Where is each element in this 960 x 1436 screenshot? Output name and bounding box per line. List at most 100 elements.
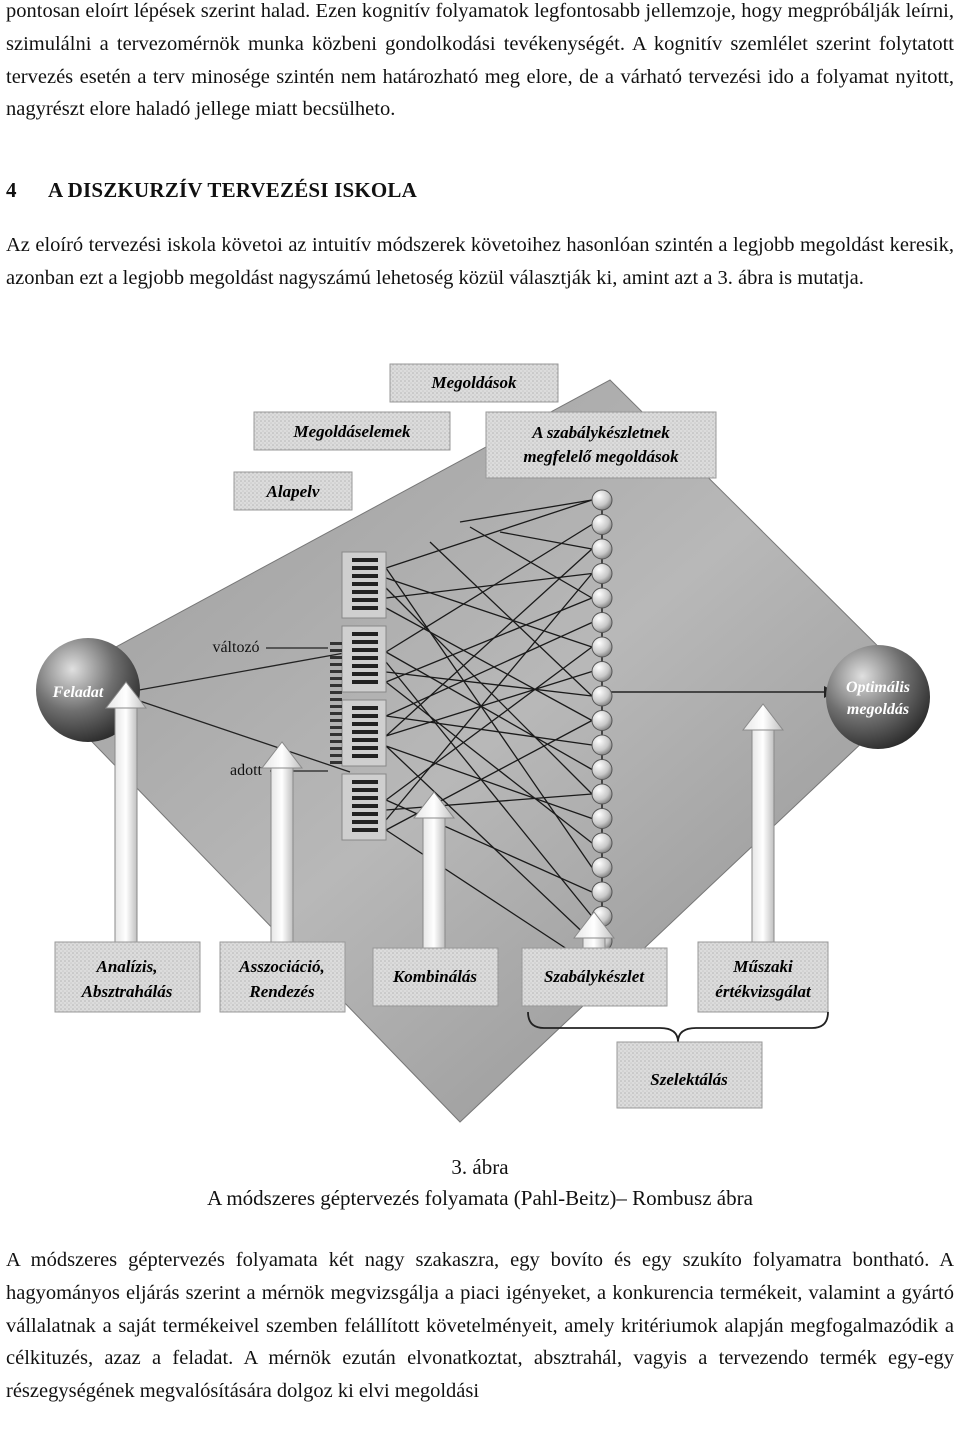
variable-marker: [330, 656, 342, 659]
optimalis-ball: [826, 645, 930, 749]
element-list-block: [341, 699, 387, 767]
solution-node: [591, 563, 613, 584]
feladat-label: Feladat: [52, 684, 104, 701]
variable-marker: [330, 719, 342, 722]
svg-text:értékvizsgálat: értékvizsgálat: [715, 982, 812, 1001]
variable-marker: [330, 712, 342, 715]
section-number: 4: [6, 178, 17, 202]
connection-line: [385, 499, 593, 569]
section-heading: 4 A DISZKURZÍV TERVEZÉSI ISKOLA: [6, 178, 417, 203]
svg-text:Megoldáselemek: Megoldáselemek: [292, 422, 411, 441]
variable-marker: [330, 691, 342, 694]
feladat-connector-upper: [127, 651, 351, 693]
paragraph-intro: pontosan eloírt lépések szerint halad. E…: [6, 0, 954, 121]
variable-marker: [330, 740, 342, 743]
szelektalas-box: Szelektálás: [616, 1041, 763, 1109]
solution-node: [591, 857, 613, 878]
connection-line: [385, 715, 593, 746]
optimalis-label-line1: Optimális: [846, 679, 910, 696]
rhombus-diagram: Feladat Optimális megoldás változó adott…: [0, 352, 960, 1152]
alapelv-box: Alapelv: [233, 471, 353, 511]
asszociacio-box: Asszociáció, Rendezés: [219, 941, 346, 1013]
solution-node: [591, 636, 613, 658]
connection-line: [385, 651, 593, 771]
connection-line: [385, 567, 593, 868]
svg-text:Asszociáció,: Asszociáció,: [238, 957, 324, 976]
connection-line: [385, 829, 593, 967]
svg-text:Rendezés: Rendezés: [248, 982, 315, 1001]
up-arrow: [572, 911, 616, 949]
svg-text:A szabálykészletnek: A szabálykészletnek: [531, 423, 670, 442]
element-lists: [330, 551, 387, 841]
connection-line: [385, 587, 593, 795]
connection-line: [385, 573, 593, 821]
element-list-block: [341, 625, 387, 693]
megoldaselemek-box: Megoldáselemek: [253, 411, 451, 451]
muszaki-box: Műszaki értékvizsgálat: [697, 941, 829, 1013]
solution-node: [591, 881, 613, 903]
variable-marker: [330, 684, 342, 687]
figure-number: 3. ábra: [451, 1155, 509, 1179]
connection-line: [385, 745, 593, 820]
variable-marker: [330, 705, 342, 708]
process-arrows: [104, 681, 785, 949]
solution-node: [591, 489, 613, 511]
connection-line: [385, 523, 593, 653]
section-title: A DISZKURZÍV TERVEZÉSI ISKOLA: [48, 178, 418, 202]
svg-text:Szabálykészlet: Szabálykészlet: [544, 967, 645, 986]
szabalykeszlet-box: Szabálykészlet: [521, 947, 668, 1007]
connection-line: [385, 681, 593, 844]
optimalis-label-line2: megoldás: [847, 701, 909, 718]
svg-text:Szelektálás: Szelektálás: [650, 1070, 728, 1089]
solution-node: [591, 685, 613, 707]
connection-line: [385, 670, 593, 737]
solution-node: [591, 783, 613, 805]
kombinalas-box: Kombinálás: [372, 947, 499, 1007]
svg-text:Absztrahálás: Absztrahálás: [81, 982, 173, 1001]
connection-line: [385, 548, 593, 737]
szabalykeszletnek-box: A szabálykészletnek megfelelő megoldások: [485, 411, 717, 479]
solution-node: [591, 759, 613, 780]
solution-node: [591, 808, 613, 829]
solution-node: [591, 710, 613, 731]
adott-label: adott: [230, 762, 263, 779]
up-arrow: [741, 703, 785, 943]
solution-node: [591, 832, 613, 854]
variable-marker: [330, 642, 342, 645]
connection-line: [385, 671, 593, 697]
variable-marker: [330, 747, 342, 750]
svg-text:megfelelő megoldások: megfelelő megoldások: [523, 447, 679, 466]
connection-line: [499, 531, 593, 550]
solution-node: [591, 734, 613, 756]
analizis-box: Analízis, Absztrahálás: [54, 941, 201, 1013]
variable-marker: [330, 761, 342, 764]
feladat-connector-lower: [127, 696, 351, 773]
connection-line: [385, 621, 593, 717]
connection-line: [429, 541, 593, 697]
variable-marker: [330, 754, 342, 757]
up-arrow: [260, 741, 304, 943]
selection-brace: [527, 1011, 829, 1043]
svg-text:Megoldások: Megoldások: [431, 373, 518, 392]
variable-marker: [330, 698, 342, 701]
connection-line: [385, 607, 593, 722]
element-list-block: [341, 551, 387, 619]
valtozo-label: változó: [212, 639, 259, 656]
solution-node: [591, 612, 613, 633]
variable-marker: [330, 677, 342, 680]
variable-marker: [330, 663, 342, 666]
connection-line: [385, 646, 593, 801]
solution-node: [591, 514, 613, 535]
up-arrow: [412, 791, 456, 949]
connection-line: [385, 597, 593, 683]
svg-text:Kombinálás: Kombinálás: [392, 967, 477, 986]
paragraph-closing: A módszeres géptervezés folyamata két na…: [6, 1249, 954, 1403]
svg-text:Műszaki: Műszaki: [732, 957, 793, 976]
connection-line: [459, 499, 593, 523]
element-list-block: [341, 773, 387, 841]
feladat-ball: [36, 638, 140, 742]
variable-marker: [330, 733, 342, 736]
figure-caption: A módszeres géptervezés folyamata (Pahl-…: [207, 1186, 753, 1210]
up-arrow: [104, 681, 148, 943]
connection-line: [385, 577, 593, 648]
